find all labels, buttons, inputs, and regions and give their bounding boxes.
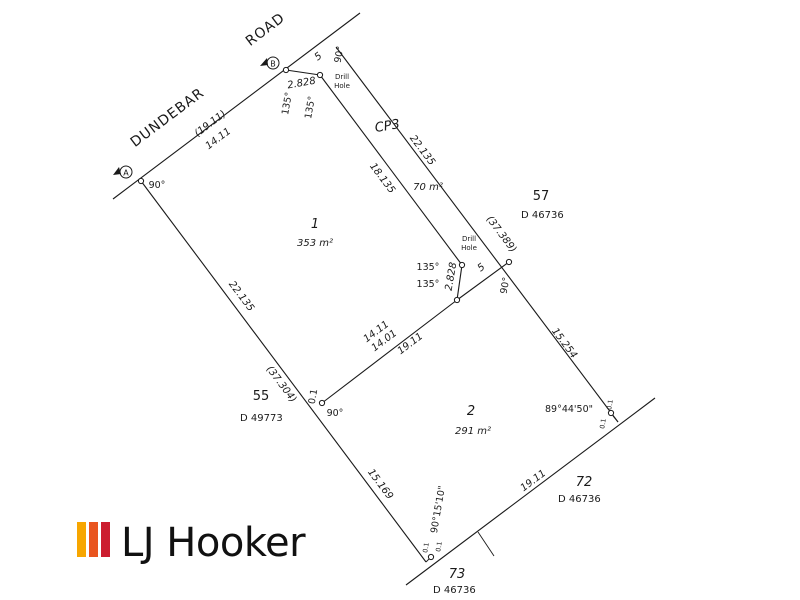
neighbour-55-number: 55	[253, 389, 270, 404]
cp3-area: 70 m²	[413, 182, 443, 193]
angle-top-right: 90°	[333, 45, 347, 63]
drill-hole-mid-line2: Hole	[461, 244, 477, 252]
survey-point-a	[137, 177, 145, 185]
lot1-number: 1	[311, 217, 319, 232]
angle-west-mid: 90°	[327, 408, 344, 419]
lot2-number: 2	[467, 404, 475, 419]
dim-road-cp3: 5	[313, 51, 325, 64]
drill-hole-top-line2: Hole	[334, 82, 350, 90]
survey-point-b	[282, 66, 290, 74]
marker-b: B	[260, 56, 280, 70]
neighbour-57-dp: D 46736	[521, 210, 564, 221]
cp3-west-boundary	[319, 74, 463, 266]
road-name-word2: ROAD	[243, 10, 288, 50]
lot2-cp3-boundary	[456, 261, 510, 301]
marker-a: A	[113, 165, 133, 179]
survey-point-mid	[453, 296, 461, 304]
neighbour-73-number: 73	[449, 567, 466, 582]
east-boundary-line	[335, 46, 619, 423]
offset-tick-east	[612, 415, 619, 423]
road-frontage-line	[112, 12, 361, 200]
dim-cp3-east: 22.135	[407, 133, 437, 168]
neighbour-55-dp: D 49773	[240, 413, 283, 424]
lot1-area: 353 m²	[297, 238, 333, 249]
offset-rear-e2: 0.1	[598, 418, 608, 430]
rear-boundary-line	[405, 397, 656, 586]
angle-top-left2: 135°	[303, 95, 318, 119]
dim-west-lot1: 22.135	[226, 279, 256, 314]
survey-point-east	[505, 258, 513, 266]
cp3-label: CP3	[374, 117, 401, 136]
offset-rear-e1: 0.1	[605, 399, 615, 411]
angle-mid-1: 135°	[417, 262, 440, 273]
angle-top-left1: 135°	[280, 91, 295, 115]
west-boundary-line	[140, 180, 427, 563]
marker-a-label: A	[123, 169, 129, 178]
survey-point-rear-east	[607, 409, 615, 417]
angle-rear-east: 89°44'50"	[545, 404, 593, 415]
dim-east-lot2: 15.254	[549, 326, 579, 361]
survey-point-west	[318, 399, 326, 407]
lot2-area: 291 m²	[455, 426, 491, 437]
neighbour-57-number: 57	[533, 189, 550, 204]
angle-east-mid: 90°	[499, 276, 513, 294]
neighbour-72-dp: D 46736	[558, 494, 601, 505]
road-name-word1: DUNDEBAR	[128, 85, 208, 151]
marker-b-label: B	[270, 60, 276, 69]
offset-west: 0.1	[307, 388, 320, 405]
angle-mid-2: 135°	[417, 279, 440, 290]
drill-hole-mid-line1: Drill	[462, 235, 476, 243]
lot1-lot2-boundary	[321, 299, 458, 404]
neighbour-72-number: 72	[576, 475, 593, 490]
dim-chord-mid: 2.828	[444, 262, 460, 292]
angle-a-corner: 90°	[149, 180, 166, 191]
middle-chord-line	[456, 264, 463, 301]
drill-hole-point-top	[316, 71, 324, 79]
drill-hole-point-mid	[458, 261, 466, 269]
offset-rear-w2: 0.1	[434, 541, 444, 553]
survey-point-rear-west	[427, 553, 435, 561]
top-chord-line	[285, 69, 321, 76]
rear-stub-line	[477, 531, 495, 557]
drill-hole-top-line1: Drill	[335, 73, 349, 81]
angle-rear-west: 90°15'10"	[429, 485, 448, 534]
dim-east-total: (37.389)	[484, 214, 519, 255]
dim-cp3-west: 18.135	[367, 161, 397, 196]
dim-west-lot2: 15.169	[365, 467, 395, 502]
dim-chord-top: 2.828	[287, 76, 317, 92]
offset-rear-w1: 0.1	[421, 542, 431, 554]
neighbour-73-dp: D 46736	[433, 585, 476, 596]
dim-cp3-bottom: 5	[476, 262, 488, 275]
